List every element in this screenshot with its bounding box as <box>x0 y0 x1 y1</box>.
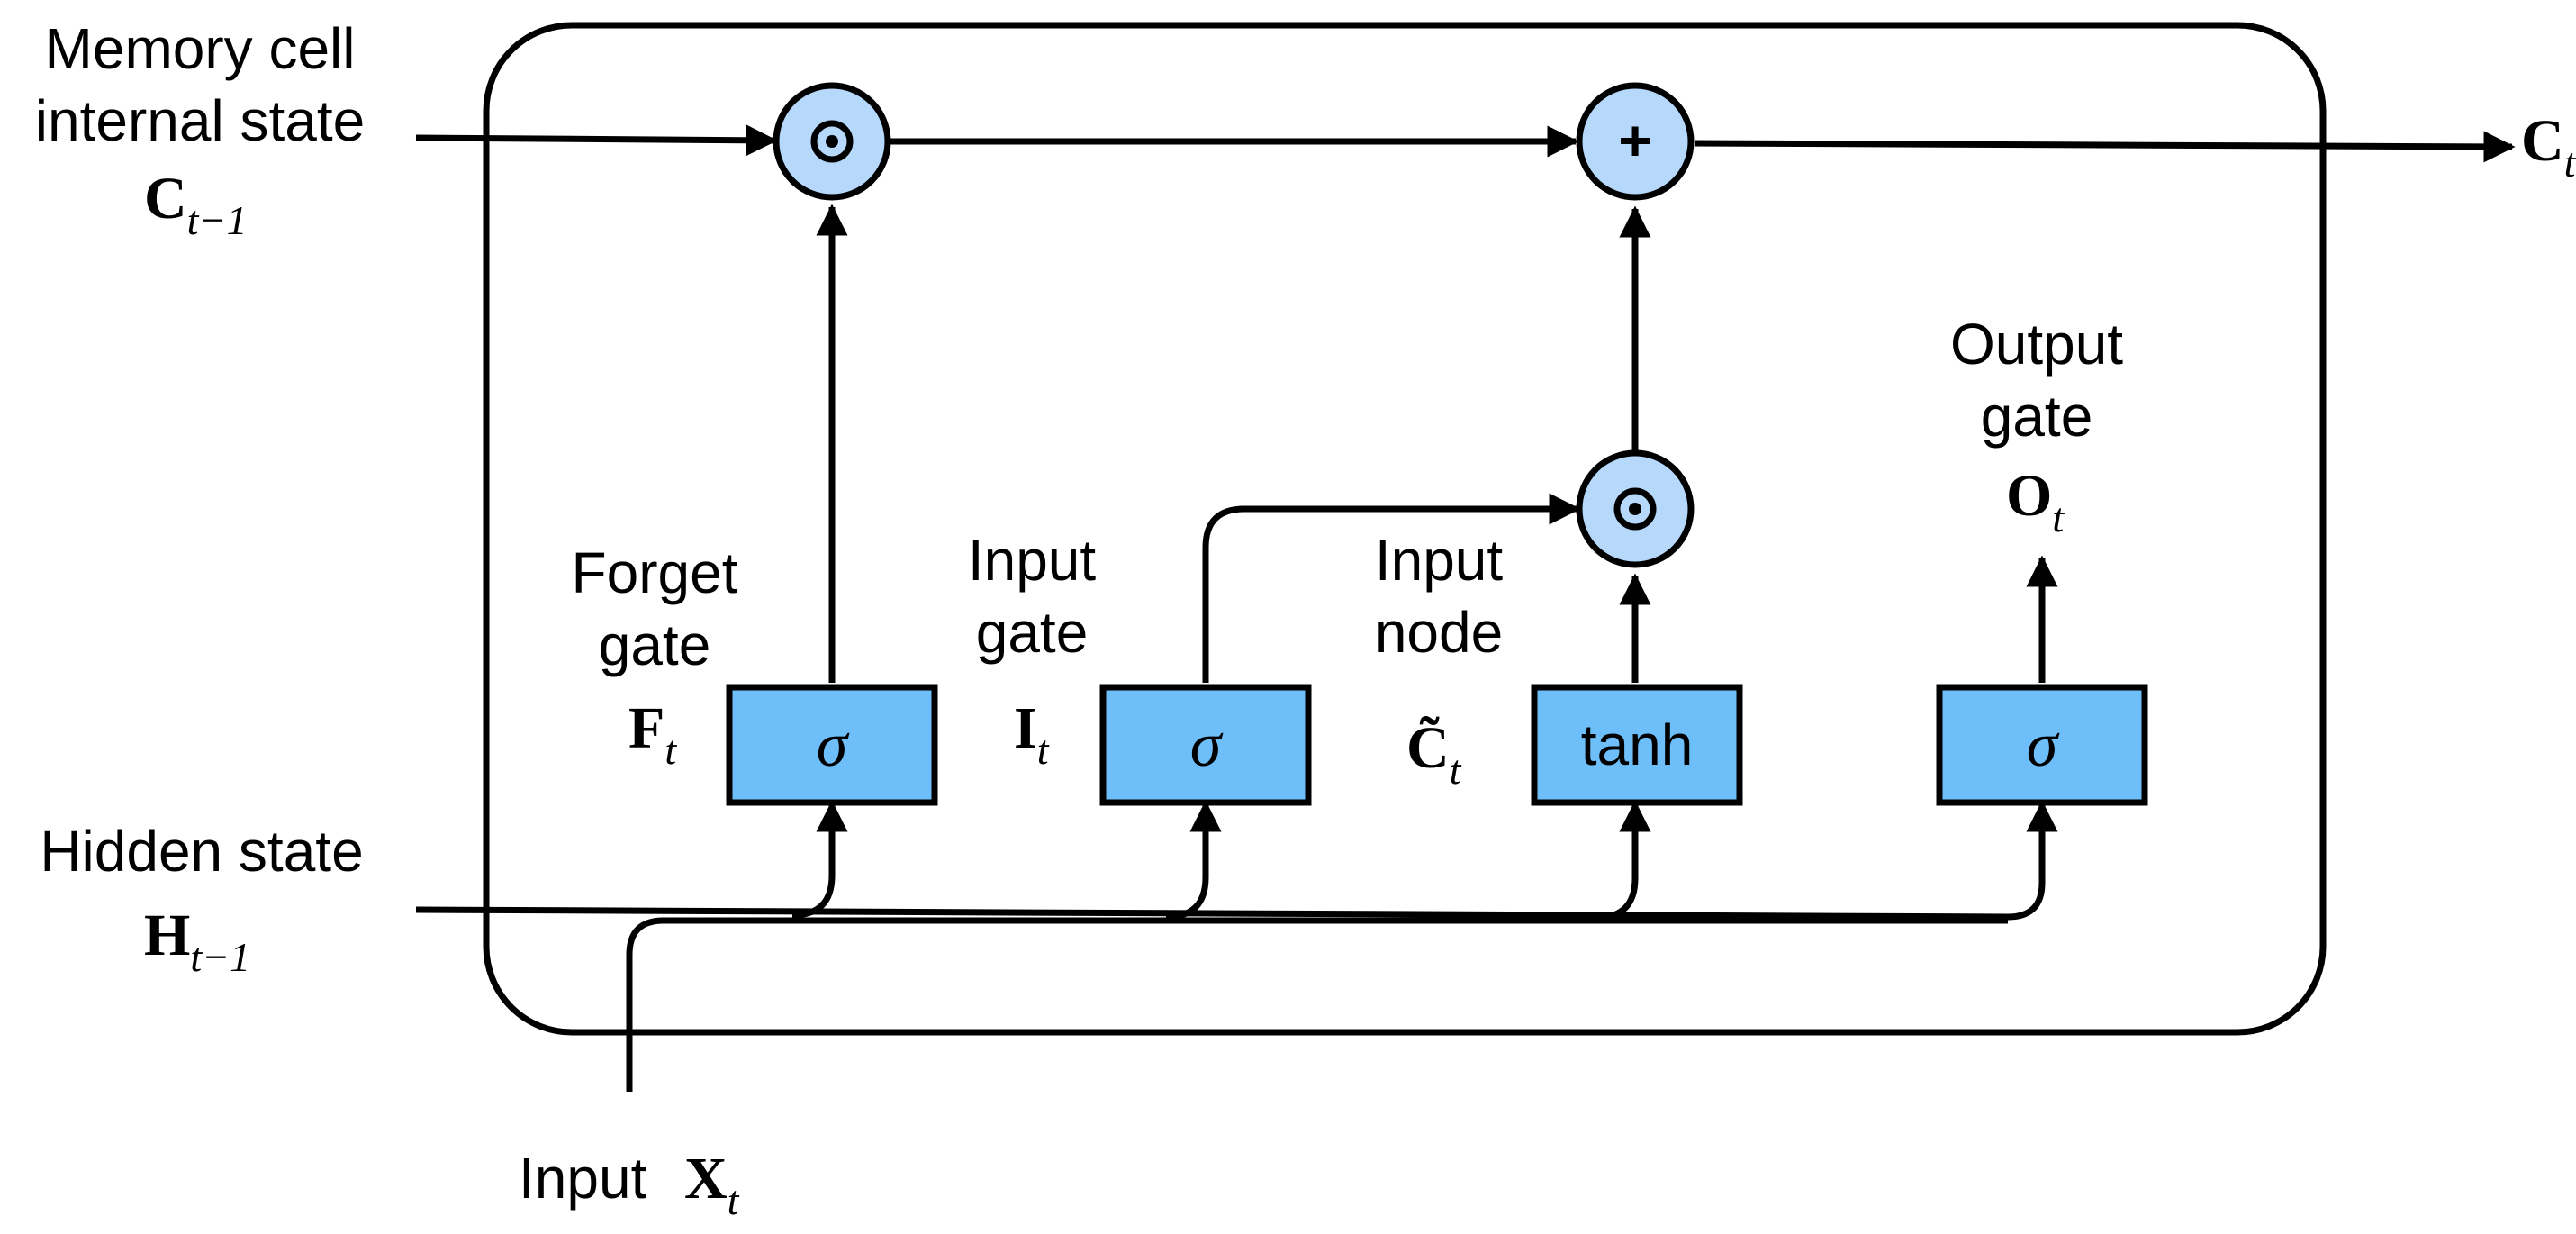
wire-branch-node <box>1595 800 1651 921</box>
output-gate-activation: σ <box>2027 711 2060 780</box>
cell-state-out-symbol: Ct <box>2521 108 2576 186</box>
output-gate-symbol: Ot <box>2006 463 2065 540</box>
output-gate-line2: gate <box>1981 384 2093 449</box>
cell-state-in-symbol: Ct−1 <box>144 166 248 243</box>
forget-gate-label: Forget gate Ft <box>572 540 738 773</box>
wire-cell-state-out <box>1694 131 2516 163</box>
input-node-activation: tanh <box>1581 712 1694 777</box>
cell-state-in-label: Memory cell internal state Ct−1 <box>35 16 365 243</box>
output-gate-line1: Output <box>1950 312 2123 377</box>
cell-state-in-line1: Memory cell <box>45 16 356 81</box>
input-label-text: Input <box>519 1146 647 1211</box>
input-node-line1: Input <box>1375 528 1504 593</box>
wire-cell-state-in <box>415 124 778 157</box>
output-gate-box: σ <box>1936 684 2148 806</box>
input-gate-label: Input gate It <box>968 528 1097 773</box>
input-label: Input Xt <box>519 1146 740 1223</box>
add-operator: + <box>1576 82 1695 201</box>
input-gate-activation: σ <box>1190 711 1224 780</box>
forget-gate-box: σ <box>726 684 938 806</box>
wire-input-bus <box>626 917 2008 1092</box>
forget-gate-line1: Forget <box>572 540 738 605</box>
input-symbol: Xt <box>684 1146 740 1223</box>
hidden-state-label: Hidden state Ht−1 <box>40 819 363 980</box>
forget-gate-activation: σ <box>817 711 850 780</box>
input-gate-symbol: It <box>1014 695 1050 773</box>
hidden-state-line1: Hidden state <box>40 819 363 884</box>
memory-cell-boundary <box>483 22 2327 1036</box>
hadamard-icon <box>1613 487 1657 531</box>
hidden-state-symbol: Ht−1 <box>144 903 250 980</box>
input-multiply-operator <box>1576 449 1695 568</box>
input-gate-line2: gate <box>976 600 1089 665</box>
forget-gate-line2: gate <box>599 612 711 677</box>
add-operator-symbol: + <box>1618 108 1651 173</box>
output-gate-label: Output gate Ot <box>1950 312 2123 540</box>
forget-multiply-operator <box>773 82 891 201</box>
wire-branch-input <box>1165 800 1222 921</box>
cell-state-in-line2: internal state <box>35 88 365 153</box>
input-node-symbol: C̃t <box>1406 715 1462 793</box>
hadamard-icon <box>810 120 854 163</box>
input-node-label: Input node C̃t <box>1375 528 1504 793</box>
forget-gate-symbol: Ft <box>628 695 677 773</box>
input-gate-box: σ <box>1099 684 1312 806</box>
input-gate-line1: Input <box>968 528 1097 593</box>
wire-branch-forget <box>791 800 848 919</box>
input-node-box: tanh <box>1531 684 1743 806</box>
wire-hidden-state-bus <box>415 800 2058 921</box>
wire-input-gate-up <box>1202 493 1581 683</box>
input-node-line2: node <box>1375 600 1503 665</box>
